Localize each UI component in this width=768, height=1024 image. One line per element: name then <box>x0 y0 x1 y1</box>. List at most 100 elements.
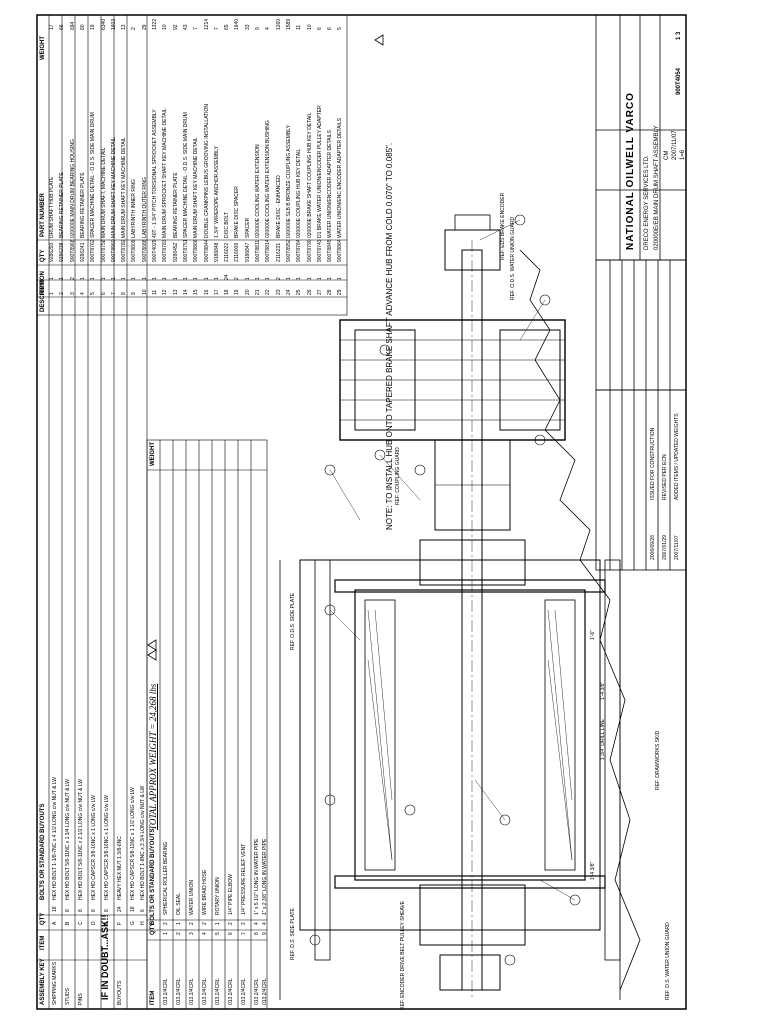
bom-left-item: D <box>91 921 97 925</box>
bom-left-header-desc: BOLTS OR STANDARD BUYOUTS <box>40 803 46 900</box>
bom-mid-item: 2 <box>176 932 182 935</box>
bom-left-item: F <box>117 921 123 925</box>
bom-right-desc: 40T - 1 3/4" PITCH TORSIONAL SPROCKET AS… <box>152 109 158 238</box>
bom-right-desc: MAIN DRUM SHAFT KEY MACHINE DETAIL <box>121 137 127 238</box>
bom-right-qty: 1 <box>121 277 127 280</box>
client-name: DRECO ENERGY SERVICES LTD. <box>644 155 650 250</box>
bom-mid-part: 013.2/4CRL <box>254 978 260 1005</box>
bom-left-qty: 8 <box>65 909 71 912</box>
bom-right-desc: MAIN DRUM SPROCKET SHAFT KEY MACHINE DET… <box>162 108 168 238</box>
bom-left-desc: HEX HD BOLT 1-1/8-7NC x 4 1/2 LONG c/w N… <box>52 777 58 900</box>
bom-right-qty: 1 <box>152 277 158 280</box>
bom-left-desc: HEX HD BOLT 1-8NC x 3 3/4 LONG c/w NUT &… <box>140 785 146 900</box>
bom-right-part: 900T8864 <box>337 239 343 262</box>
bom-right-desc: MAIN DRUM SHAFT KEY MACHINE DETAIL <box>111 137 117 238</box>
bom-right-qty: 1 <box>49 277 55 280</box>
bom-right-qty: 1 <box>286 277 292 280</box>
bom-right-desc: WATER UNION/ENCODER ADAPTER DETAILS <box>327 130 333 238</box>
bom-right-desc: DISC BOLT <box>224 211 230 238</box>
bom-mid-part: 013.2/4CRL <box>176 978 182 1005</box>
bom-left-desc: HEX HD CAPSCR 5/8-11NC x 1 1/2 LONG c/w … <box>130 787 136 900</box>
bom-right-weight: 10 <box>307 24 313 30</box>
bom-right-weight: 4 <box>265 27 271 30</box>
bom-right-item: 15 <box>193 289 199 295</box>
bom-mid-item: 3 <box>189 932 195 935</box>
bom-right-qty: 1 <box>265 277 271 280</box>
bom-right-item: 18 <box>224 289 230 295</box>
bom-right-weight: 9 <box>255 27 261 30</box>
bom-right-weight: 19 <box>90 24 96 30</box>
bom-right-desc: MAIN DRUM SHAFT KEY MACHINE DETAIL <box>193 137 199 238</box>
bom-right-qty: 1 <box>142 277 148 280</box>
bom-right-desc: 020000E BRAKE SHAFT COUPLING HUB KEY DET… <box>307 112 313 238</box>
bom-right-weight: 33 <box>245 24 251 30</box>
bom-right-part: 900T8743 <box>317 239 323 262</box>
sheet-number: 1 3 <box>676 31 682 40</box>
ref-encoder-pulley: REF. ENCODER DRIVE BELT PULLEY SHEAVE <box>400 900 406 1010</box>
bom-mid-part: 013.2/4CRL <box>215 978 221 1005</box>
bom-right-item: 11 <box>152 289 158 295</box>
bom-left-item: A <box>52 921 58 925</box>
bom-right-qty: 1 <box>90 277 96 280</box>
bom-right-part: 2116022 <box>224 242 230 262</box>
bom-mid-desc: 1/4" PRESSURE RELIEF VENT <box>241 843 247 915</box>
bom-mid-item: 9 <box>262 932 268 935</box>
bom-left-item: G <box>130 921 136 925</box>
bom-right-desc: SPACER <box>245 217 251 238</box>
bom-mid-item: 1 <box>163 932 169 935</box>
bom-right-part: 900T8968 <box>70 239 76 262</box>
bom-mid-qty: 2 <box>202 922 208 925</box>
bom-right-qty: 1 <box>214 277 220 280</box>
bom-right-item: 7 <box>111 292 117 295</box>
bom-right-desc: D1 BRAKE WATER UNION/ENCODER PULLEY ADAP… <box>317 105 323 238</box>
bom-right-weight: 1214 <box>204 18 210 30</box>
revision-row: REVISED PER ECN <box>662 454 668 500</box>
title-block <box>595 14 687 571</box>
bom-right-part: 900T8960 <box>111 239 117 262</box>
bom-left-desc: HEX HD CAPSCR 3/8-16NC x 1 LONG c/w LW <box>104 795 110 900</box>
bom-right-weight: 694 <box>70 21 76 30</box>
bom-left-header-item: ITEM <box>40 935 46 950</box>
bom-mid-desc: SPHERICAL ROLLER BEARING <box>163 841 169 915</box>
bom-right-desc: 020000E SLB B BRONZE COUPLING ASSEMBLY <box>286 124 292 238</box>
bom-right-qty: 1 <box>111 277 117 280</box>
bom-right-desc: BEARING RETAINER PLATE <box>173 172 179 238</box>
bom-mid-item: 4 <box>202 932 208 935</box>
bom-left-qty: 6 <box>140 909 146 912</box>
bom-right-part: 9286293 <box>49 242 55 262</box>
bom-right-qty: 1 <box>255 277 261 280</box>
bom-right-desc: MAIN DRUM SHAFT, MACHINE DETAIL <box>101 147 107 238</box>
revision-row: 2007/11/07 <box>674 535 680 560</box>
bom-right-desc: 020000E MAIN DRUM BEARING HOUSING <box>70 139 76 238</box>
bom-mid-item: 5 <box>215 932 221 935</box>
bom-right-qty: 1 <box>193 277 199 280</box>
bom-right-part: 900T8784 <box>296 239 302 262</box>
ref-drawworks-skid: REF. DRAWWORKS SKID <box>655 730 661 790</box>
bom-right-weight: 43 <box>183 24 189 30</box>
bom-left-key: SHIPPING MARKS <box>52 961 58 1005</box>
bom-right-part: 9286238 <box>59 242 65 262</box>
bom-right-weight: 10 <box>162 24 168 30</box>
bom-right-item: 22 <box>265 289 271 295</box>
bom-right-part: 900T8845 <box>327 239 333 262</box>
revision-row: ISSUED FOR CONSTRUCTION <box>650 427 656 500</box>
bom-left-qty: 8 <box>78 909 84 912</box>
bom-right-qty: 1 <box>101 277 107 280</box>
bom-mid-qty: 4 <box>262 922 268 925</box>
ref-ods-side-plate: REF. O.D.S. SIDE PLATE <box>290 592 296 650</box>
bom-right-item: 23 <box>276 289 282 295</box>
bom-mid-desc: 1" x 2 3/8" LONG IN WATER PIPE <box>262 838 268 915</box>
drawn-by: CM <box>664 150 670 160</box>
bom-left-key: PINS <box>78 993 84 1005</box>
bom-right-part: 900T8783 <box>162 239 168 262</box>
bom-right-part: 900T8844 <box>204 239 210 262</box>
bom-left-qty: 24 <box>117 906 123 912</box>
bom-right-item: 6 <box>101 292 107 295</box>
bom-left-key: BUYOUTS <box>117 980 123 1005</box>
bom-mid-part: 013.2/4CRL <box>262 978 268 1005</box>
bom-mid-qty: 2 <box>228 922 234 925</box>
bom-mid-item: 6 <box>228 932 234 935</box>
bom-right-part: 900T8688 <box>142 239 148 262</box>
bom-right-qty: 1 <box>204 277 210 280</box>
bom-left-desc: HEX HD BOLT 5/8-11NC x 1 3/4 LONG c/w NU… <box>65 779 71 900</box>
